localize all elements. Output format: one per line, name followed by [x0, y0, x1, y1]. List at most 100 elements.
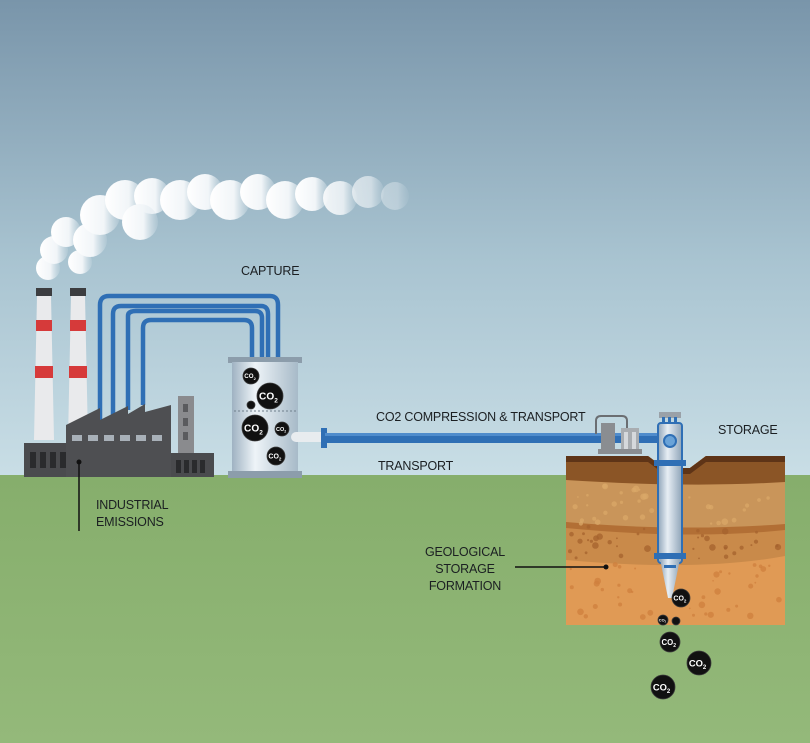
co2-molecule-icon: CO2 — [242, 367, 260, 385]
soil-speck — [619, 500, 624, 504]
transport-label: TRANSPORT — [378, 459, 454, 473]
soil-speck — [592, 604, 598, 609]
smokestack-left — [34, 288, 54, 440]
co2-molecule-icon: CO2 — [671, 588, 691, 608]
compression-transport-label: CO2 COMPRESSION & TRANSPORT — [376, 410, 586, 424]
industrial-emissions-line-1: INDUSTRIAL — [96, 498, 169, 512]
soil-speck — [619, 491, 623, 495]
soil-speck — [692, 547, 695, 551]
soil-speck — [714, 588, 721, 595]
soil-speck — [642, 527, 646, 531]
soil-speck — [704, 535, 710, 542]
soil-speck — [766, 496, 770, 500]
soil-speck — [732, 551, 737, 556]
soil-speck — [768, 564, 771, 567]
soil-speck — [603, 510, 608, 515]
soil-speck — [622, 515, 629, 521]
co2-molecule-label: CO2 — [662, 638, 677, 649]
soil-speck — [745, 503, 750, 508]
capture-tank — [228, 357, 302, 478]
soil-speck — [723, 546, 727, 550]
soil-speck — [569, 585, 574, 590]
soil-specks — [568, 483, 782, 620]
smoke-plume — [36, 174, 409, 280]
soil-speck — [755, 574, 759, 578]
co2-molecule-icon: CO2 — [266, 446, 286, 466]
soil-speck — [739, 545, 744, 550]
co2-molecule-label: CO2 — [276, 427, 286, 434]
soil-speck — [755, 530, 758, 534]
co2-molecule-icon: CO2 — [659, 631, 681, 653]
soil-speck — [735, 604, 739, 608]
soil-speck — [569, 567, 572, 571]
soil-speck — [700, 534, 705, 538]
capture-label: CAPTURE — [241, 264, 300, 278]
soil-speck — [722, 528, 729, 535]
industrial-emissions-label: INDUSTRIAL EMISSIONS — [96, 497, 169, 531]
soil-speck — [577, 538, 583, 544]
co2-molecule-label: CO2 — [244, 424, 263, 437]
soil-speck — [705, 504, 712, 510]
soil-speck — [747, 612, 754, 619]
storage-label: STORAGE — [718, 423, 778, 437]
soil-speck — [607, 540, 612, 545]
soil-speck — [616, 545, 618, 548]
soil-speck — [709, 522, 713, 525]
co2-molecule-icon: CO2 — [657, 614, 669, 626]
soil-speck — [572, 504, 578, 510]
geological-line-1: GEOLOGICAL — [425, 545, 505, 559]
soil-speck — [632, 485, 640, 493]
soil-speck — [600, 587, 604, 592]
soil-speck — [577, 496, 579, 498]
soil-speck — [723, 554, 729, 559]
co2-molecule-label: CO2 — [673, 596, 687, 604]
geological-line-2: STORAGE — [435, 562, 495, 576]
soil-speck — [612, 562, 618, 568]
sky — [0, 0, 810, 478]
soil-speck — [731, 517, 737, 523]
co2-molecule-icon: CO2 — [274, 421, 290, 437]
soil-speck — [774, 544, 782, 551]
soil-speck — [716, 520, 721, 526]
soil-speck — [728, 572, 731, 575]
compressor-unit — [595, 415, 642, 454]
soil-speck — [579, 518, 585, 523]
soil-speck — [760, 566, 767, 572]
soil-speck — [636, 532, 640, 536]
soil-speck — [712, 580, 714, 582]
co2-molecule-label: CO2 — [659, 617, 667, 623]
soil-speck — [602, 483, 609, 490]
co2-molecule-icon: CO2 — [256, 382, 284, 410]
soil-speck — [752, 563, 757, 567]
soil-speck — [707, 611, 714, 618]
co2-molecule-label: CO2 — [259, 392, 278, 405]
soil-speck — [776, 596, 782, 603]
soil-speck — [639, 514, 646, 520]
soil-speck — [569, 531, 574, 537]
soil-speck — [750, 544, 753, 547]
soil-speck — [582, 532, 585, 536]
soil-speck — [647, 609, 654, 616]
co2-molecule-icon: CO2 — [650, 674, 676, 700]
soil-speck — [611, 501, 617, 507]
soil-speck — [721, 518, 729, 525]
soil-speck — [701, 595, 706, 600]
soil-speck — [617, 583, 621, 587]
soil-speck — [617, 565, 622, 569]
soil-speck — [618, 602, 623, 607]
geological-line-3: FORMATION — [428, 579, 502, 593]
soil-speck — [688, 607, 691, 610]
soil-speck — [704, 612, 708, 616]
factory — [24, 396, 214, 477]
soil-speck — [726, 607, 731, 612]
soil-speck — [639, 614, 646, 620]
co2-molecule-label: CO2 — [268, 454, 282, 462]
soil-speck — [617, 596, 620, 599]
soil-speck — [709, 544, 716, 551]
soil-speck — [594, 519, 601, 525]
soil-speck — [698, 601, 706, 609]
geological-storage-label: GEOLOGICAL STORAGE FORMATION — [424, 544, 506, 595]
soil-speck — [692, 613, 695, 617]
